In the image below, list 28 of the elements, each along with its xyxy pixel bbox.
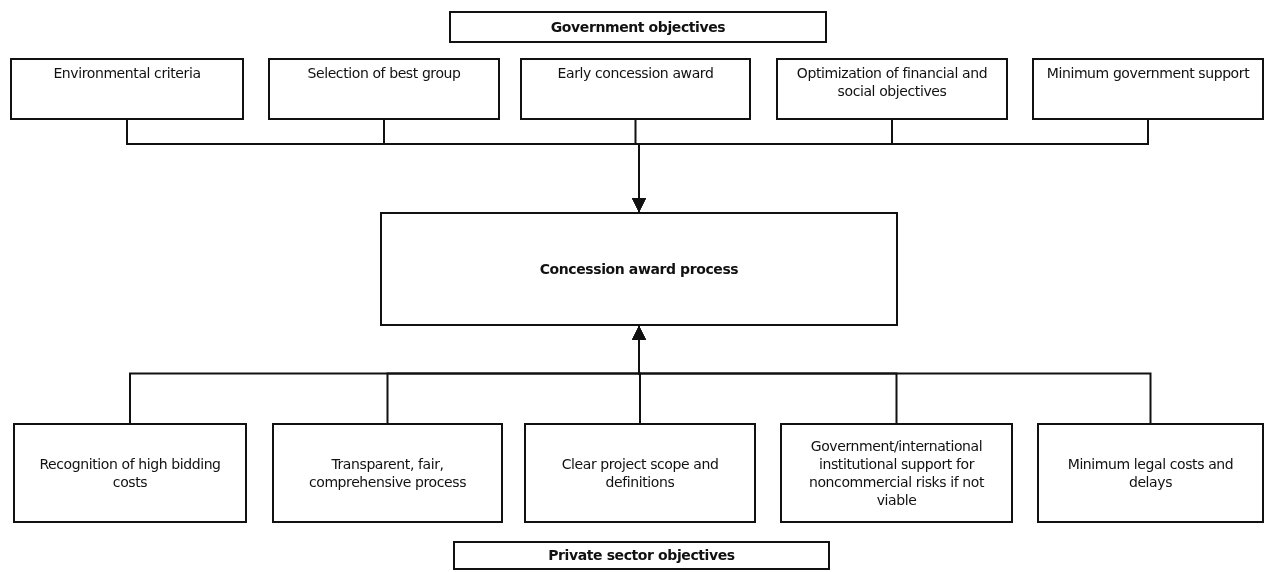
box-text: Selection of best group	[307, 64, 461, 83]
box-text: Concession award process	[539, 259, 739, 279]
box-text: Minimum government support	[1046, 64, 1250, 83]
objective-box	[776, 58, 1008, 120]
heading-box	[453, 541, 830, 570]
connector-arrow	[632, 325, 1152, 424]
box-text: Minimum legal costs and delays	[1066, 454, 1235, 492]
box-text: Transparent, fair, comprehensive process	[307, 454, 468, 492]
box-text: Private sector objectives	[548, 546, 735, 565]
connector-arrow	[632, 119, 1149, 213]
box-text: Clear project scope and definitions	[560, 454, 720, 492]
objective-box	[272, 423, 503, 523]
box-text: Environmental criteria	[53, 64, 201, 83]
process-box	[380, 212, 898, 326]
objective-box	[1037, 423, 1264, 523]
box-text: Government objectives	[550, 17, 726, 37]
objective-box	[10, 58, 244, 120]
heading-box	[449, 11, 827, 43]
objective-box	[520, 58, 751, 120]
box-text: Early concession award	[557, 64, 714, 83]
box-text: Optimization of financial and social objectives	[795, 64, 989, 101]
box-text: Government/international institutional support for noncommercial risks if not viable	[808, 436, 986, 510]
objective-box	[524, 423, 756, 523]
box-text: Recognition of high bidding costs	[38, 454, 222, 492]
objective-box	[780, 423, 1013, 523]
objective-box	[268, 58, 500, 120]
objective-box	[13, 423, 247, 523]
objective-box	[1032, 58, 1264, 120]
